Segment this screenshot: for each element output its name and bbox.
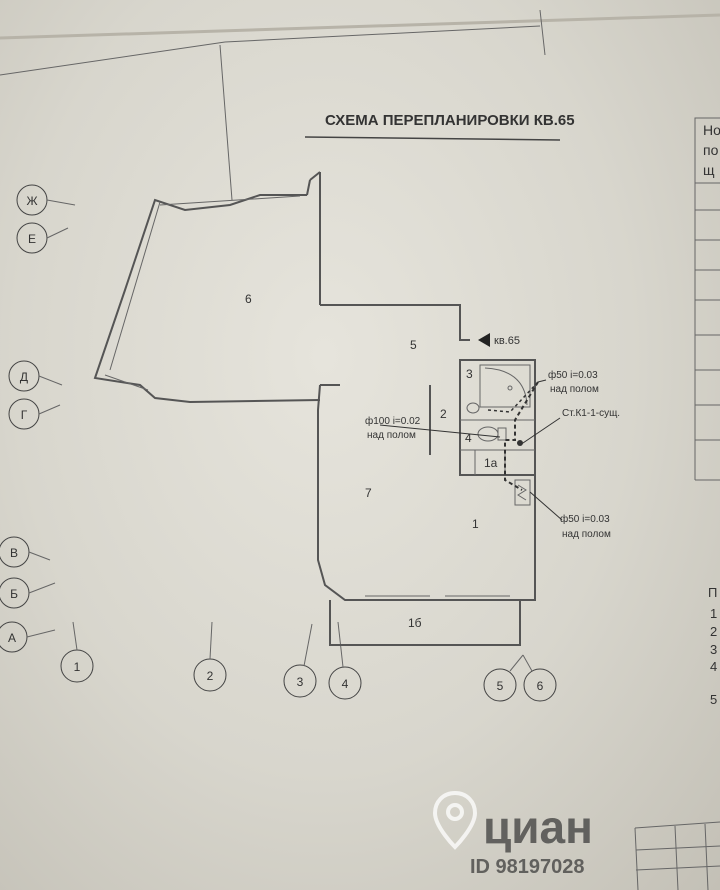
- axis-bubble-zh: Ж: [16, 184, 76, 216]
- watermark-logo: циан ID 98197028: [432, 790, 593, 878]
- apartment-walls: [317, 304, 536, 646]
- room-6-label: 6: [245, 292, 252, 306]
- axis-bubble-d: Д: [8, 360, 63, 392]
- svg-text:Ж: Ж: [26, 194, 37, 208]
- axis-bubble-g: Г: [8, 398, 61, 430]
- svg-text:3: 3: [297, 675, 304, 689]
- svg-text:1: 1: [74, 660, 81, 674]
- room-4-label: 4: [465, 431, 472, 445]
- sewer-pipes: [379, 381, 563, 521]
- room-1b-label: 1б: [408, 616, 422, 630]
- apartment-entry-marker: кв.65: [478, 333, 520, 347]
- svg-text:Д: Д: [20, 370, 28, 384]
- side-note-2: 2: [710, 624, 717, 639]
- pipe-note-mid-size: ф100 i=0.02: [365, 415, 421, 427]
- axis-bubble-2: 2: [193, 621, 227, 692]
- side-notes-list: П 1 2 3 4 5: [708, 585, 717, 707]
- frame-line-top: [224, 25, 541, 43]
- pipe-note-bot-size: ф50 i=0.03: [560, 513, 610, 525]
- watermark-brand: циан: [483, 801, 593, 853]
- side-note-4: 4: [710, 659, 717, 674]
- room-6-walls: [93, 171, 321, 404]
- spec-table: Но по щ: [694, 117, 720, 481]
- frame-line-tick: [539, 9, 546, 56]
- sink-fixture: [466, 402, 480, 414]
- side-note-3: 3: [710, 642, 717, 657]
- svg-text:5: 5: [497, 679, 504, 693]
- svg-text:2: 2: [207, 669, 214, 683]
- axis-bubble-3: 3: [283, 623, 317, 698]
- axis-bubble-6: 6: [522, 654, 557, 702]
- plan-title: СХЕМА ПЕРЕПЛАНИРОВКИ КВ.65: [325, 112, 575, 129]
- axis-bubble-b: Б: [0, 577, 56, 609]
- axis-bubble-4: 4: [328, 621, 362, 700]
- shower-tray: [479, 364, 531, 408]
- axis-bubble-5: 5: [483, 654, 524, 702]
- svg-text:Е: Е: [28, 232, 36, 246]
- cian-watermark: циан ID 98197028: [425, 785, 625, 880]
- side-note-header: П: [708, 585, 717, 600]
- room-3-label: 3: [466, 367, 473, 381]
- svg-text:Б: Б: [10, 587, 18, 601]
- svg-text:В: В: [10, 546, 18, 560]
- pipe-note-bot-pos: над полом: [562, 529, 611, 540]
- axis-bubble-e: Е: [16, 222, 69, 254]
- watermark-id: ID 98197028: [470, 856, 585, 878]
- svg-text:Г: Г: [21, 408, 28, 422]
- frame-line-left: [0, 41, 226, 76]
- table-header-line3: щ: [703, 162, 715, 178]
- room-2-label: 2: [440, 407, 447, 421]
- table-header-line2: по: [703, 142, 719, 158]
- room-5-label: 5: [410, 338, 417, 352]
- apartment-label: кв.65: [494, 335, 520, 347]
- room-7-label: 7: [365, 486, 372, 500]
- axis-bubble-a: А: [0, 621, 56, 653]
- toilet-fixture: [477, 426, 507, 442]
- room-1-label: 1: [472, 517, 479, 531]
- pipe-note-top-pos: над полом: [550, 384, 599, 395]
- svg-text:4: 4: [342, 677, 349, 691]
- side-note-1: 1: [710, 606, 717, 621]
- frame-line-vertical: [219, 44, 233, 201]
- room-1a-label: 1а: [484, 456, 498, 470]
- side-note-5: 5: [710, 692, 717, 707]
- axis-bubble-v: В: [0, 536, 51, 568]
- location-pin-icon: [432, 790, 478, 850]
- pipe-note-mid-pos: над полом: [367, 430, 416, 441]
- axis-bubble-1: 1: [60, 621, 94, 683]
- svg-text:А: А: [8, 631, 16, 645]
- paper-fold-top: [0, 13, 720, 40]
- svg-text:6: 6: [537, 679, 544, 693]
- title-underline: [304, 136, 561, 141]
- riser-note: Ст.К1-1-сущ.: [562, 408, 620, 419]
- pipe-note-top-size: ф50 i=0.03: [548, 369, 598, 381]
- table-header-line1: Но: [703, 122, 720, 138]
- title-block-grid: [634, 821, 720, 890]
